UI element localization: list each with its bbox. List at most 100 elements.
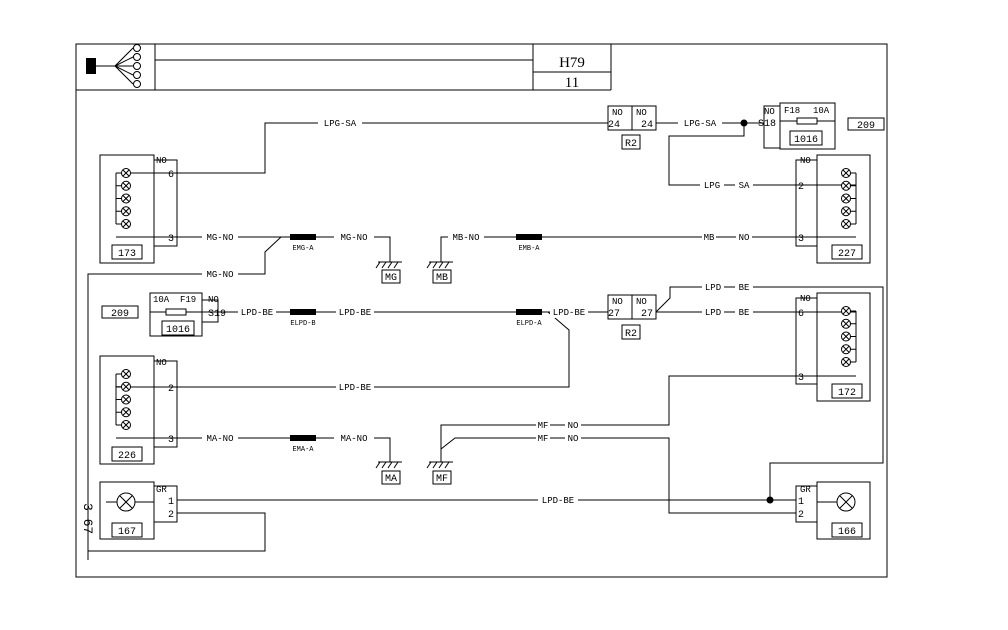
wire-label-lpg: LPG xyxy=(704,181,720,191)
svg-text:2: 2 xyxy=(168,384,174,395)
svg-text:EMG-A: EMG-A xyxy=(292,245,314,253)
svg-text:2: 2 xyxy=(798,182,804,193)
wire-label-lpg-sa: LPG-SA xyxy=(324,119,357,129)
wire-label-no: NO xyxy=(739,233,750,243)
svg-text:24: 24 xyxy=(608,120,620,131)
svg-text:R2: R2 xyxy=(625,329,637,340)
ground-mf: MF xyxy=(426,461,453,485)
wire-label-mf: MF xyxy=(538,421,549,431)
bulb-icon xyxy=(116,206,131,217)
svg-text:R2: R2 xyxy=(625,139,637,150)
wire-label-be: BE xyxy=(739,308,750,318)
diagram-frame xyxy=(75,43,888,578)
svg-text:F18: F18 xyxy=(784,106,800,116)
splice-emg-a: EMG-A xyxy=(290,234,316,253)
bulb-icon xyxy=(116,180,131,191)
wires xyxy=(87,119,884,560)
bulb-icon xyxy=(116,394,131,405)
splices: EMG-A EMB-A ELPD-B ELPD-A EMA-A xyxy=(290,234,542,454)
svg-text:NO: NO xyxy=(800,294,811,304)
wire-label-no: NO xyxy=(568,421,579,431)
svg-text:227: 227 xyxy=(838,249,856,260)
wire-label-lpd: LPD xyxy=(705,308,721,318)
bulb-icon xyxy=(116,219,131,229)
svg-text:3: 3 xyxy=(168,435,174,446)
lamp-module-173: NO 6 3 173 xyxy=(99,154,178,264)
lamp-module-166: GR 1 2 166 xyxy=(795,481,871,540)
bulb-icon xyxy=(116,193,131,204)
svg-text:6: 6 xyxy=(168,170,174,181)
svg-text:NO: NO xyxy=(156,156,167,166)
header: H79 11 xyxy=(76,44,612,91)
wire-label-ma-no: MA-NO xyxy=(340,434,367,444)
bulb-icon xyxy=(841,357,856,367)
svg-text:3: 3 xyxy=(168,234,174,245)
page-code: H79 xyxy=(559,55,585,71)
wire-label-sa: SA xyxy=(739,181,750,191)
svg-text:3: 3 xyxy=(798,234,804,245)
splice-elpd-b: ELPD-B xyxy=(290,309,316,328)
svg-text:10A: 10A xyxy=(813,106,830,116)
wire-label-lpd-be: LPD-BE xyxy=(542,496,574,506)
bulb-icon xyxy=(841,180,856,191)
svg-text:2: 2 xyxy=(168,510,174,521)
svg-text:2: 2 xyxy=(798,510,804,521)
svg-text:EMB-A: EMB-A xyxy=(518,245,540,253)
svg-text:3: 3 xyxy=(798,373,804,384)
bulb-icon xyxy=(116,369,131,379)
wire-label-mg-no: MG-NO xyxy=(206,233,233,243)
grounds: MG MB MA MF xyxy=(375,261,453,485)
bulb-icon xyxy=(116,407,131,418)
svg-text:GR: GR xyxy=(800,485,811,495)
wire-labels: LPG-SA LPG-SA LPG SA MG-NO MG-NO MG-NO M… xyxy=(202,117,753,506)
svg-text:6: 6 xyxy=(798,309,804,320)
svg-text:MF: MF xyxy=(436,474,448,485)
lamp-module-227: NO 2 3 227 xyxy=(795,154,871,264)
splice-elpd-a: ELPD-A xyxy=(516,309,542,328)
svg-text:10A: 10A xyxy=(153,295,170,305)
lamp-module-172: NO 6 3 172 xyxy=(795,292,871,402)
bulb-icon xyxy=(841,193,856,204)
svg-text:EMA-A: EMA-A xyxy=(292,446,314,454)
wire-label-lpd-be: LPD-BE xyxy=(553,308,585,318)
svg-text:S19: S19 xyxy=(208,309,226,320)
svg-text:1: 1 xyxy=(798,497,804,508)
bulb-icon xyxy=(841,318,856,329)
bulb-icon xyxy=(841,206,856,217)
lamp-module-167: GR 1 2 167 xyxy=(99,481,178,540)
lamp-module-226: NO 2 3 226 xyxy=(99,355,178,465)
svg-text:27: 27 xyxy=(641,309,653,320)
svg-text:NO: NO xyxy=(636,108,647,118)
bulb-icon xyxy=(841,306,856,316)
wire-label-mb: MB xyxy=(704,233,715,243)
svg-text:NO: NO xyxy=(612,297,623,307)
svg-text:209: 209 xyxy=(857,121,875,132)
svg-text:F19: F19 xyxy=(180,295,196,305)
junction-dot xyxy=(766,496,774,504)
splice-ema-a: EMA-A xyxy=(290,435,316,454)
bulb-icon xyxy=(841,344,856,355)
svg-text:27: 27 xyxy=(608,309,620,320)
bulb-icon xyxy=(841,219,856,229)
wire-label-mg-no: MG-NO xyxy=(340,233,367,243)
svg-text:209: 209 xyxy=(111,309,129,320)
page-number: 11 xyxy=(565,75,579,91)
fuse-f19: 10A F19 NO S19 1016 209 xyxy=(101,292,226,337)
svg-text:1016: 1016 xyxy=(794,135,818,146)
splice-emb-a: EMB-A xyxy=(516,234,542,253)
bulb-icon xyxy=(116,168,131,178)
svg-text:NO: NO xyxy=(800,156,811,166)
svg-text:S18: S18 xyxy=(758,119,776,130)
svg-text:24: 24 xyxy=(641,120,653,131)
svg-text:1016: 1016 xyxy=(166,325,190,336)
harness-logo xyxy=(86,44,141,88)
wire-label-lpd-be: LPD-BE xyxy=(339,308,371,318)
svg-text:NO: NO xyxy=(208,295,219,305)
bulb-icon xyxy=(841,168,856,178)
svg-text:NO: NO xyxy=(612,108,623,118)
connector-r2-mid: NO NO 27 27 R2 xyxy=(607,294,657,340)
fuse-f18: NO S18 F18 10A 1016 209 xyxy=(758,102,885,150)
wire-label-mf: MF xyxy=(538,434,549,444)
svg-text:MB: MB xyxy=(436,273,448,284)
